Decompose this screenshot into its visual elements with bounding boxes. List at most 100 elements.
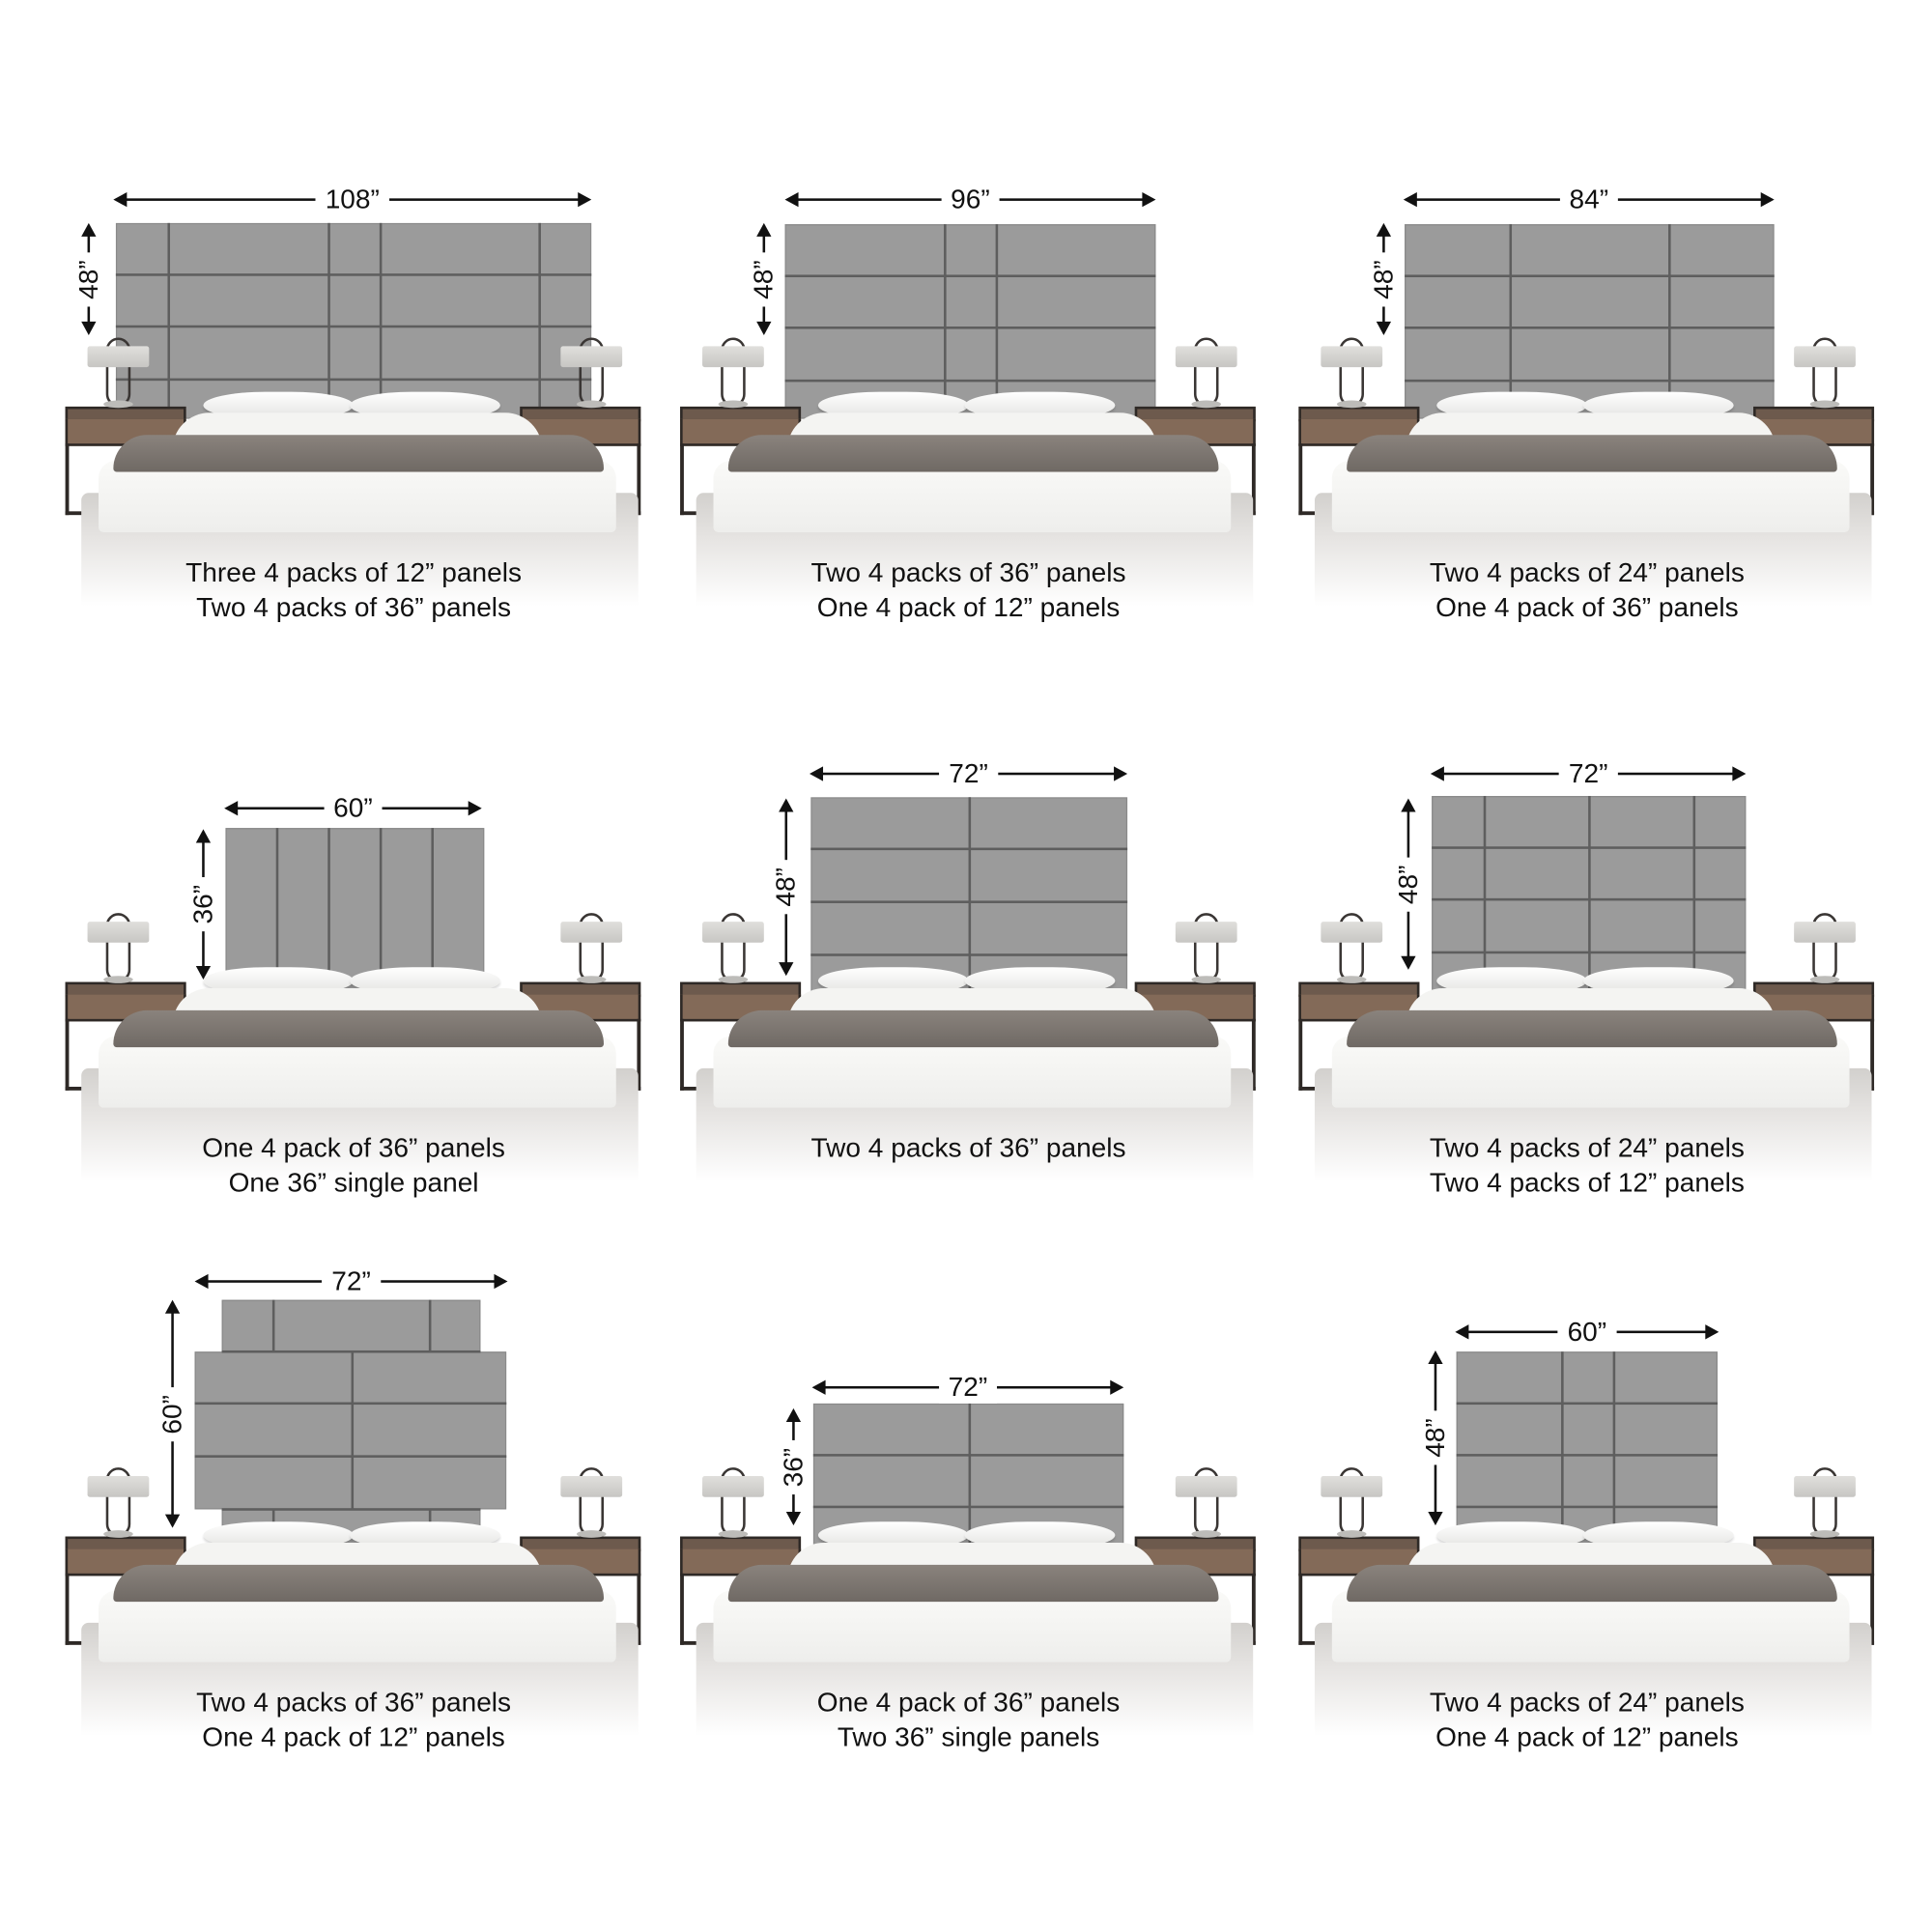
nightstand-leg — [1298, 1573, 1303, 1645]
lamp-base — [103, 400, 133, 409]
panel-seam — [115, 273, 592, 276]
lamp-base — [1191, 400, 1222, 409]
panel-seam — [428, 1299, 432, 1352]
panel-seam — [1483, 795, 1487, 992]
caption-line: Two 4 packs of 36” panels — [196, 1687, 512, 1719]
lamp-base — [718, 1530, 749, 1538]
caption-line: One 4 pack of 12” panels — [1435, 1720, 1739, 1752]
lamp-shade — [560, 922, 623, 943]
throw-blanket — [1347, 1564, 1837, 1603]
nightstand-leg — [637, 1573, 641, 1645]
headboard-panel-block — [1405, 224, 1775, 419]
caption-line: Two 4 packs of 36” panels — [810, 1132, 1126, 1164]
lamp-shade — [1321, 1476, 1383, 1497]
panel-seam — [1432, 897, 1747, 901]
height-label: 48” — [1367, 251, 1400, 306]
mattress — [1331, 461, 1850, 533]
mattress — [1331, 1036, 1850, 1108]
panel-seam — [1405, 274, 1775, 277]
panel-seam — [810, 953, 1128, 956]
panel-seam — [275, 828, 279, 992]
lamp-base — [1191, 976, 1222, 983]
mattress — [1331, 1590, 1850, 1662]
panel-seam — [327, 222, 330, 419]
panel-seam — [379, 828, 383, 992]
width-label: 96” — [940, 184, 1000, 216]
nightstand-leg — [1298, 443, 1303, 516]
nightstand-leg — [680, 1573, 684, 1645]
panel-seam — [538, 222, 541, 419]
lamp-base — [1809, 400, 1840, 409]
panel-seam — [810, 900, 1128, 903]
throw-blanket — [113, 1564, 604, 1603]
caption: Two 4 packs of 36” panels — [811, 1131, 1126, 1166]
caption-line: Two 36” single panels — [837, 1720, 1100, 1752]
panel-seam — [784, 274, 1156, 277]
lamp-base — [576, 976, 607, 983]
lamp-shade — [560, 346, 623, 368]
width-label: 72” — [1558, 757, 1618, 790]
panel-seam — [1612, 1351, 1616, 1547]
nightstand-leg — [1870, 443, 1875, 516]
nightstand-leg — [1251, 443, 1256, 516]
nightstand-leg — [1298, 1018, 1303, 1091]
nightstand-leg — [65, 443, 70, 516]
panel-seam — [1456, 1505, 1719, 1509]
height-label: 48” — [72, 251, 105, 306]
lamp-shade — [1794, 346, 1856, 368]
caption-line: Two 4 packs of 24” panels — [1429, 556, 1745, 588]
height-label: 36” — [186, 877, 220, 932]
lamp-shade — [1321, 346, 1383, 368]
mattress — [99, 1590, 616, 1662]
nightstand-leg — [1251, 1018, 1256, 1091]
lamp-shade — [87, 1476, 150, 1497]
nightstand-leg — [65, 1573, 70, 1645]
panel-seam — [167, 222, 171, 419]
panel-seam — [968, 1403, 972, 1547]
panel-seam — [944, 224, 947, 419]
panel-seam — [115, 325, 592, 328]
mattress — [713, 461, 1232, 533]
panel-seam — [194, 1402, 507, 1406]
panel-seam — [351, 1351, 355, 1510]
panel-seam — [221, 1508, 481, 1511]
lamp-base — [1336, 976, 1367, 983]
nightstand-leg — [680, 443, 684, 516]
lamp-shade — [87, 346, 150, 368]
width-label: 60” — [323, 792, 383, 825]
panel-seam — [810, 847, 1128, 851]
width-label: 60” — [1557, 1316, 1617, 1349]
lamp-shade — [1794, 922, 1856, 943]
height-label: 48” — [1419, 1410, 1452, 1465]
throw-blanket — [1347, 1009, 1837, 1048]
panel-seam — [1456, 1402, 1719, 1406]
headboard-panel-block — [1456, 1351, 1719, 1547]
width-label: 72” — [939, 757, 999, 790]
height-label: 48” — [770, 860, 803, 915]
nightstand-leg — [1870, 1573, 1875, 1645]
panel-seam — [327, 828, 330, 992]
caption-line: Two 4 packs of 12” panels — [1429, 1166, 1745, 1198]
throw-blanket — [727, 1009, 1219, 1048]
throw-blanket — [727, 1564, 1219, 1603]
lamp-base — [1191, 1530, 1222, 1538]
lamp-base — [1809, 1530, 1840, 1538]
lamp-base — [103, 976, 133, 983]
panel-seam — [221, 1350, 481, 1353]
caption-line: One 4 pack of 12” panels — [202, 1720, 505, 1752]
caption-line: Three 4 packs of 12” panels — [185, 556, 522, 588]
panel-seam — [379, 222, 383, 419]
panel-seam — [1405, 379, 1775, 383]
caption-line: Two 4 packs of 36” panels — [810, 556, 1126, 588]
panel-seam — [1668, 224, 1671, 419]
mattress — [99, 1036, 616, 1108]
